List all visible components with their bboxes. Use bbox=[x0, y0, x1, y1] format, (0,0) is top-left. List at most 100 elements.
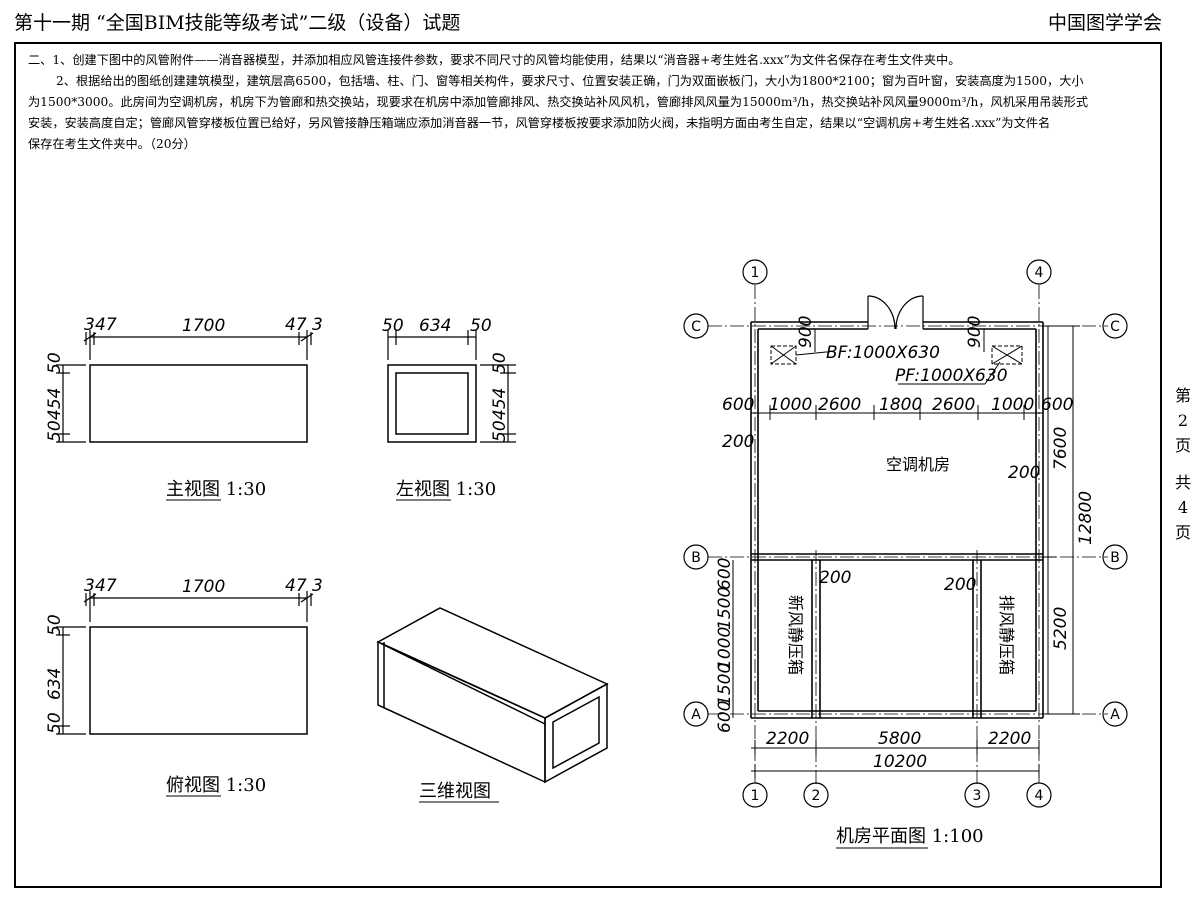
left-view-caption: 左视图 1:30 bbox=[396, 479, 496, 500]
top-dim-left-0: 50 bbox=[45, 712, 65, 734]
floor-plan bbox=[683, 259, 1128, 808]
axis-label-1-bottom: 1 bbox=[751, 788, 760, 804]
page-marker-char: 页 bbox=[1174, 523, 1191, 542]
exhaust-box-label: 排风静压箱 bbox=[997, 595, 1016, 675]
plan-right-dim-1: 5200 bbox=[1051, 607, 1071, 650]
plan-left-dim-2: 1000 bbox=[715, 627, 735, 670]
top-dim-top-3: 47 bbox=[285, 576, 307, 596]
top-view-body bbox=[89, 626, 308, 735]
axis-label-B-right: B bbox=[1110, 550, 1120, 566]
front-dim-top-2: 1700 bbox=[182, 316, 225, 336]
front-dim-top-0: 3 bbox=[84, 315, 95, 335]
left-dim-top-1: 634 bbox=[419, 316, 451, 336]
task-line-5: 保存在考生文件夹中。（20分） bbox=[28, 137, 196, 151]
top-dim-top-2: 1700 bbox=[182, 577, 225, 597]
plan-top-dim-3: 1800 bbox=[879, 395, 922, 415]
front-dim-left-2: 50 bbox=[45, 352, 65, 374]
axis-label-4-bottom: 4 bbox=[1035, 788, 1044, 804]
door-symbol bbox=[867, 295, 924, 330]
axis-label-3-bottom: 3 bbox=[973, 788, 982, 804]
left-dim-right-2: 50 bbox=[490, 352, 510, 374]
task-line-2: 2、根据给出的图纸创建建筑模型，建筑层高6500，包括墙、柱、门、窗等相关构件，… bbox=[56, 74, 1084, 88]
plan-left-dim-4: 600 bbox=[715, 701, 735, 733]
iso-top-face bbox=[376, 607, 609, 719]
page-marker-char: 第 bbox=[1174, 386, 1191, 405]
axis-label-A-right: A bbox=[1110, 707, 1120, 723]
plan-top-dim-0: 600 bbox=[722, 395, 754, 415]
room-name-label: 空调机房 bbox=[886, 455, 950, 474]
plan-top-dim-6: 600 bbox=[1041, 395, 1073, 415]
exam-title: 第十一期 “全国BIM技能等级考试”二级（设备）试题 bbox=[14, 12, 461, 34]
front-dim-top-3: 47 bbox=[285, 315, 307, 335]
page-marker-char: 共 bbox=[1174, 473, 1191, 492]
left-dim-top-0: 50 bbox=[382, 316, 404, 336]
axis-label-4-top: 4 bbox=[1035, 265, 1044, 281]
plan-200-c: 200 bbox=[819, 568, 851, 588]
top-dim-left-1: 634 bbox=[45, 668, 65, 700]
plan-200-d: 200 bbox=[944, 575, 976, 595]
front-view-caption: 主视图 1:30 bbox=[166, 479, 266, 500]
page-marker: 第 2 页 共 4 页 bbox=[1172, 383, 1194, 545]
drawing-frame bbox=[14, 42, 1162, 888]
iso-end-face bbox=[544, 682, 608, 784]
top-dim-top-1: 47 bbox=[95, 576, 117, 596]
axis-label-B-left: B bbox=[691, 550, 701, 566]
left-view-outer bbox=[387, 364, 477, 443]
plan-top-dim-5: 1000 bbox=[991, 395, 1034, 415]
axis-label-1-top: 1 bbox=[751, 265, 760, 281]
plan-bottom-dim-2: 2200 bbox=[988, 729, 1031, 749]
plan-left-dim-1: 1500 bbox=[715, 587, 735, 630]
plan-bottom-dim-1: 5800 bbox=[878, 729, 921, 749]
plan-left-dim-3: 1500 bbox=[715, 663, 735, 706]
left-dim-top-2: 50 bbox=[470, 316, 492, 336]
plan-caption: 机房平面图 1:100 bbox=[836, 826, 984, 847]
axis-label-C-left: C bbox=[691, 319, 701, 335]
plan-top-dim-4: 2600 bbox=[932, 395, 975, 415]
axis-label-A-left: A bbox=[691, 707, 701, 723]
task-line-3: 为1500*3000。此房间为空调机房，机房下为管廊和热交换站，现要求在机房中添… bbox=[28, 95, 1089, 109]
front-dim-left-1: 454 bbox=[45, 388, 65, 420]
left-dim-right-1: 454 bbox=[490, 388, 510, 420]
top-dim-top-4: 3 bbox=[312, 576, 323, 596]
bf-label: BF:1000X630 bbox=[826, 343, 940, 363]
front-dim-left-0: 50 bbox=[45, 420, 65, 442]
axis-label-C-right: C bbox=[1110, 319, 1120, 335]
plan-overall-y: 12800 bbox=[1076, 491, 1096, 545]
top-dim-top-0: 3 bbox=[84, 576, 95, 596]
front-view-body bbox=[89, 364, 308, 443]
task-description: 二、1、创建下图中的风管附件——消音器模型，并添加相应风管连接件参数，要求不同尺… bbox=[28, 50, 1128, 155]
iso-view bbox=[376, 607, 609, 784]
plan-overall-x: 10200 bbox=[873, 752, 927, 772]
front-dim-top-4: 3 bbox=[312, 315, 323, 335]
top-view bbox=[56, 591, 314, 735]
dim-900-right: 900 bbox=[965, 316, 985, 348]
dim-900-left: 900 bbox=[796, 316, 816, 348]
axis-label-2-bottom: 2 bbox=[812, 788, 821, 804]
page-marker-char: 2 bbox=[1177, 411, 1189, 430]
organization-name: 中国图学学会 bbox=[1047, 12, 1162, 34]
task-line-4: 安装，安装高度自定；管廊风管穿楼板位置已给好，另风管接静压箱端应添加消音器一节，… bbox=[28, 116, 1051, 130]
axis-bubbles bbox=[683, 259, 1128, 808]
plan-bottom-dim-0: 2200 bbox=[766, 729, 809, 749]
iso-view-caption: 三维视图 bbox=[419, 781, 491, 802]
task-line-1: 二、1、创建下图中的风管附件——消音器模型，并添加相应风管连接件参数，要求不同尺… bbox=[28, 53, 961, 67]
page-marker-char: 4 bbox=[1177, 498, 1189, 517]
top-dim-left-2: 50 bbox=[45, 614, 65, 636]
plan-top-dim-2: 2600 bbox=[818, 395, 861, 415]
page-marker-char: 页 bbox=[1174, 436, 1191, 455]
plan-top-dim-1: 1000 bbox=[769, 395, 812, 415]
plan-right-dim-0: 7600 bbox=[1051, 427, 1071, 470]
left-dim-right-0: 50 bbox=[490, 420, 510, 442]
plan-200-a: 200 bbox=[722, 432, 754, 452]
plan-left-dim-0: 600 bbox=[715, 558, 735, 590]
left-view bbox=[387, 330, 516, 443]
top-view-caption: 俯视图 1:30 bbox=[166, 775, 266, 796]
front-dim-top-1: 47 bbox=[95, 315, 117, 335]
left-view-inner bbox=[395, 372, 469, 435]
iso-end-inner bbox=[552, 695, 600, 770]
front-view bbox=[56, 330, 314, 443]
plan-200-b: 200 bbox=[1008, 463, 1040, 483]
pf-label: PF:1000X630 bbox=[895, 366, 1008, 386]
fresh-air-box-label: 新风静压箱 bbox=[786, 595, 805, 675]
